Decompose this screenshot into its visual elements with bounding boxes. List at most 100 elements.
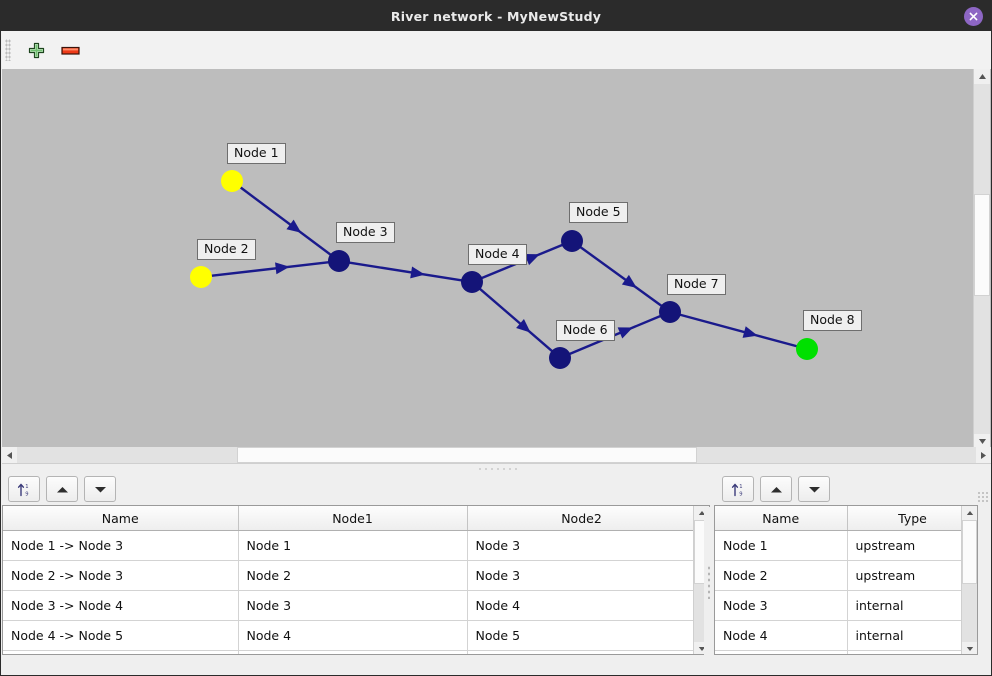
graph-node-label-node4[interactable]: Node 4 [468,244,527,265]
graph-node-label-node1[interactable]: Node 1 [227,143,286,164]
table-cell[interactable]: Node 1 [715,530,848,561]
graph-node-node4[interactable] [461,271,483,293]
nodes-scroll-track[interactable] [962,584,977,642]
table-cell[interactable]: Node 1 [238,530,468,561]
table-cell[interactable]: Node 4 [238,620,468,651]
graph-node-node5[interactable] [561,230,583,252]
graph-node-node1[interactable] [221,170,243,192]
scroll-thumb[interactable] [974,194,990,296]
graph-node-node2[interactable] [190,266,212,288]
nodes-move-down-button[interactable] [798,476,830,502]
hscroll-track-right[interactable] [697,447,976,463]
graph-node-node6[interactable] [549,347,571,369]
table-cell[interactable]: Node 2 -> Node 3 [3,560,239,591]
table-cell[interactable]: Node 3 [467,560,694,591]
edge-Node6-Node7[interactable] [568,314,662,356]
column-header-node1[interactable]: Node1 [238,506,468,531]
graph-node-node7[interactable] [659,301,681,323]
graph-node-label-node7[interactable]: Node 7 [667,274,726,295]
table-cell[interactable]: Node 4 [467,590,694,621]
graph-node-node8[interactable] [796,338,818,360]
graph-node-label-node8[interactable]: Node 8 [803,310,862,331]
toolbar-grip[interactable] [5,39,11,61]
title-bar: River network - MyNewStudy [1,1,991,31]
edge-arrow-icon [742,326,758,338]
table-cell[interactable]: Node 2 [715,560,848,591]
close-button[interactable] [964,7,983,26]
branches-move-up-button[interactable] [46,476,78,502]
horizontal-splitter[interactable] [2,463,991,474]
hscroll-track-left[interactable] [17,447,237,463]
nodes-scroll-thumb[interactable] [962,520,977,584]
edge-arrow-icon [410,266,425,279]
table-cell[interactable]: internal [847,590,962,621]
graph-node-label-node5[interactable]: Node 5 [569,202,628,223]
edge-Node1-Node3[interactable] [239,186,332,256]
table-cell[interactable]: Node 3 [467,530,694,561]
column-header-node2[interactable]: Node2 [467,506,694,531]
graph-vertical-scrollbar[interactable] [973,69,990,449]
edge-arrow-icon [286,219,302,233]
column-header-name[interactable]: Name [715,506,848,531]
graph-node-node3[interactable] [328,250,350,272]
graph-node-label-node2[interactable]: Node 2 [197,239,256,260]
table-cell[interactable]: Node 5 [467,620,694,651]
scroll-up-button[interactable] [974,69,990,84]
table-cell[interactable]: Node 4 [715,620,848,651]
table-cell[interactable]: Node 3 -> Node 4 [3,590,239,621]
sort-az-icon: 1 9 [731,483,743,497]
hscroll-thumb[interactable] [237,447,697,463]
edges-layer [210,186,798,356]
edge-Node2-Node3[interactable] [210,260,330,278]
nodes-move-up-button[interactable] [760,476,792,502]
table-cell[interactable]: Node 3 [238,590,468,621]
scroll-track-bottom[interactable] [974,296,990,434]
table-row-empty[interactable] [715,650,962,654]
table-cell-empty [467,650,694,654]
river-network-canvas[interactable]: Node 1 Node 2 Node 3 Node 4 Node 5 Node 6 Node… [2,69,991,461]
branches-move-down-button[interactable] [84,476,116,502]
table-cell[interactable]: Node 1 -> Node 3 [3,530,239,561]
nodes-scroll-down-button[interactable] [962,642,977,654]
edge-Node4-Node6[interactable] [478,287,554,353]
table-cell[interactable]: upstream [847,530,962,561]
graph-node-label-node6[interactable]: Node 6 [556,320,615,341]
nodes-sort-button[interactable]: 1 9 [722,476,754,502]
column-header-type[interactable]: Type [847,506,962,531]
scroll-right-button[interactable] [976,447,991,463]
table-cell[interactable]: upstream [847,560,962,591]
table-cell[interactable]: internal [847,620,962,651]
graph-horizontal-scrollbar[interactable] [2,447,991,463]
edge-Node3-Node4[interactable] [348,261,463,282]
table-cell[interactable]: Node 4 -> Node 5 [3,620,239,651]
remove-node-button[interactable] [57,37,83,63]
column-header-name[interactable]: Name [3,506,239,531]
nodes-scroll-up-button[interactable] [962,506,977,520]
scroll-track-top[interactable] [974,84,990,194]
branches-sort-button[interactable]: 1 9 [8,476,40,502]
vertical-splitter[interactable] [704,507,714,657]
scroll-down-button[interactable] [974,434,990,449]
resize-grip-icon[interactable] [977,491,989,503]
scroll-left-button[interactable] [2,447,17,463]
add-node-button[interactable] [23,37,49,63]
edge-Node7-Node8[interactable] [679,313,798,348]
table-cell[interactable]: Node 2 [238,560,468,591]
chevron-up-icon [698,511,705,515]
table-cell[interactable]: Node 3 [715,590,848,621]
graph-node-label-node3[interactable]: Node 3 [336,222,395,243]
nodes-vertical-scrollbar[interactable] [961,506,977,654]
table-row-empty[interactable] [3,650,694,654]
edge-Node5-Node7[interactable] [579,245,663,308]
